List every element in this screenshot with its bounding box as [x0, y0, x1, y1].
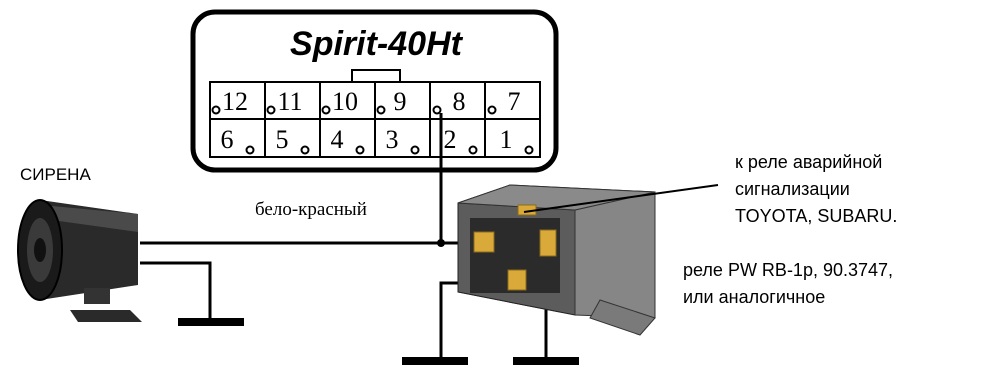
pin-contact-4	[355, 145, 365, 155]
relay-picture	[457, 184, 656, 336]
ground-symbol-relay-right	[513, 357, 579, 365]
ground-symbol-siren	[178, 318, 244, 326]
pin-label-11: 11	[277, 87, 302, 116]
connector-latch	[351, 69, 401, 82]
relay-target-line-2: сигнализации	[735, 179, 850, 199]
wire-siren-ground	[140, 261, 212, 322]
pin-label-2: 2	[444, 125, 457, 154]
connector-title: Spirit-40Ht	[290, 25, 464, 63]
pin-contact-5	[300, 145, 310, 155]
pin-contact-6	[245, 145, 255, 155]
relay-terminal	[507, 269, 527, 291]
pin-contact-12	[211, 105, 221, 115]
connector-block: Spirit-40Ht 12 11 10 9 8 7 6 5 4 3 2 1	[190, 9, 559, 173]
pin-contact-3	[410, 145, 420, 155]
pin-label-12: 12	[222, 87, 248, 116]
pin-contact-1	[524, 145, 534, 155]
pin-label-10: 10	[332, 87, 358, 116]
relay-type-line-1: реле PW RB-1p, 90.3747,	[683, 260, 893, 280]
relay-type-line-2: или аналогичное	[683, 287, 825, 307]
wire-color-label: бело-красный	[255, 199, 367, 220]
siren-label: СИРЕНА	[20, 165, 91, 184]
pin-label-7: 7	[508, 87, 521, 116]
relay-target-line-3: TOYOTA, SUBARU.	[735, 206, 897, 226]
pin-label-4: 4	[331, 125, 344, 154]
pin-label-8: 8	[453, 87, 466, 116]
pin-contact-2	[468, 145, 478, 155]
pin-contact-9	[376, 105, 386, 115]
pin-contact-7	[487, 105, 497, 115]
siren-picture	[17, 199, 142, 322]
pin-label-9: 9	[394, 87, 407, 116]
wire-junction-dot	[437, 239, 445, 247]
relay-terminal	[473, 231, 495, 253]
pin-contact-10	[321, 105, 331, 115]
pin-label-5: 5	[276, 125, 289, 154]
relay-target-line-1: к реле аварийной	[735, 152, 882, 172]
relay-terminal	[539, 229, 557, 257]
pin-label-1: 1	[500, 125, 513, 154]
ground-symbol-relay-left	[402, 357, 468, 365]
pin-label-3: 3	[386, 125, 399, 154]
pin-contact-11	[266, 105, 276, 115]
pin-cells	[211, 82, 534, 157]
relay-pointer-line	[523, 184, 719, 213]
pin-contact-8	[432, 105, 442, 115]
pin-label-6: 6	[221, 125, 234, 154]
